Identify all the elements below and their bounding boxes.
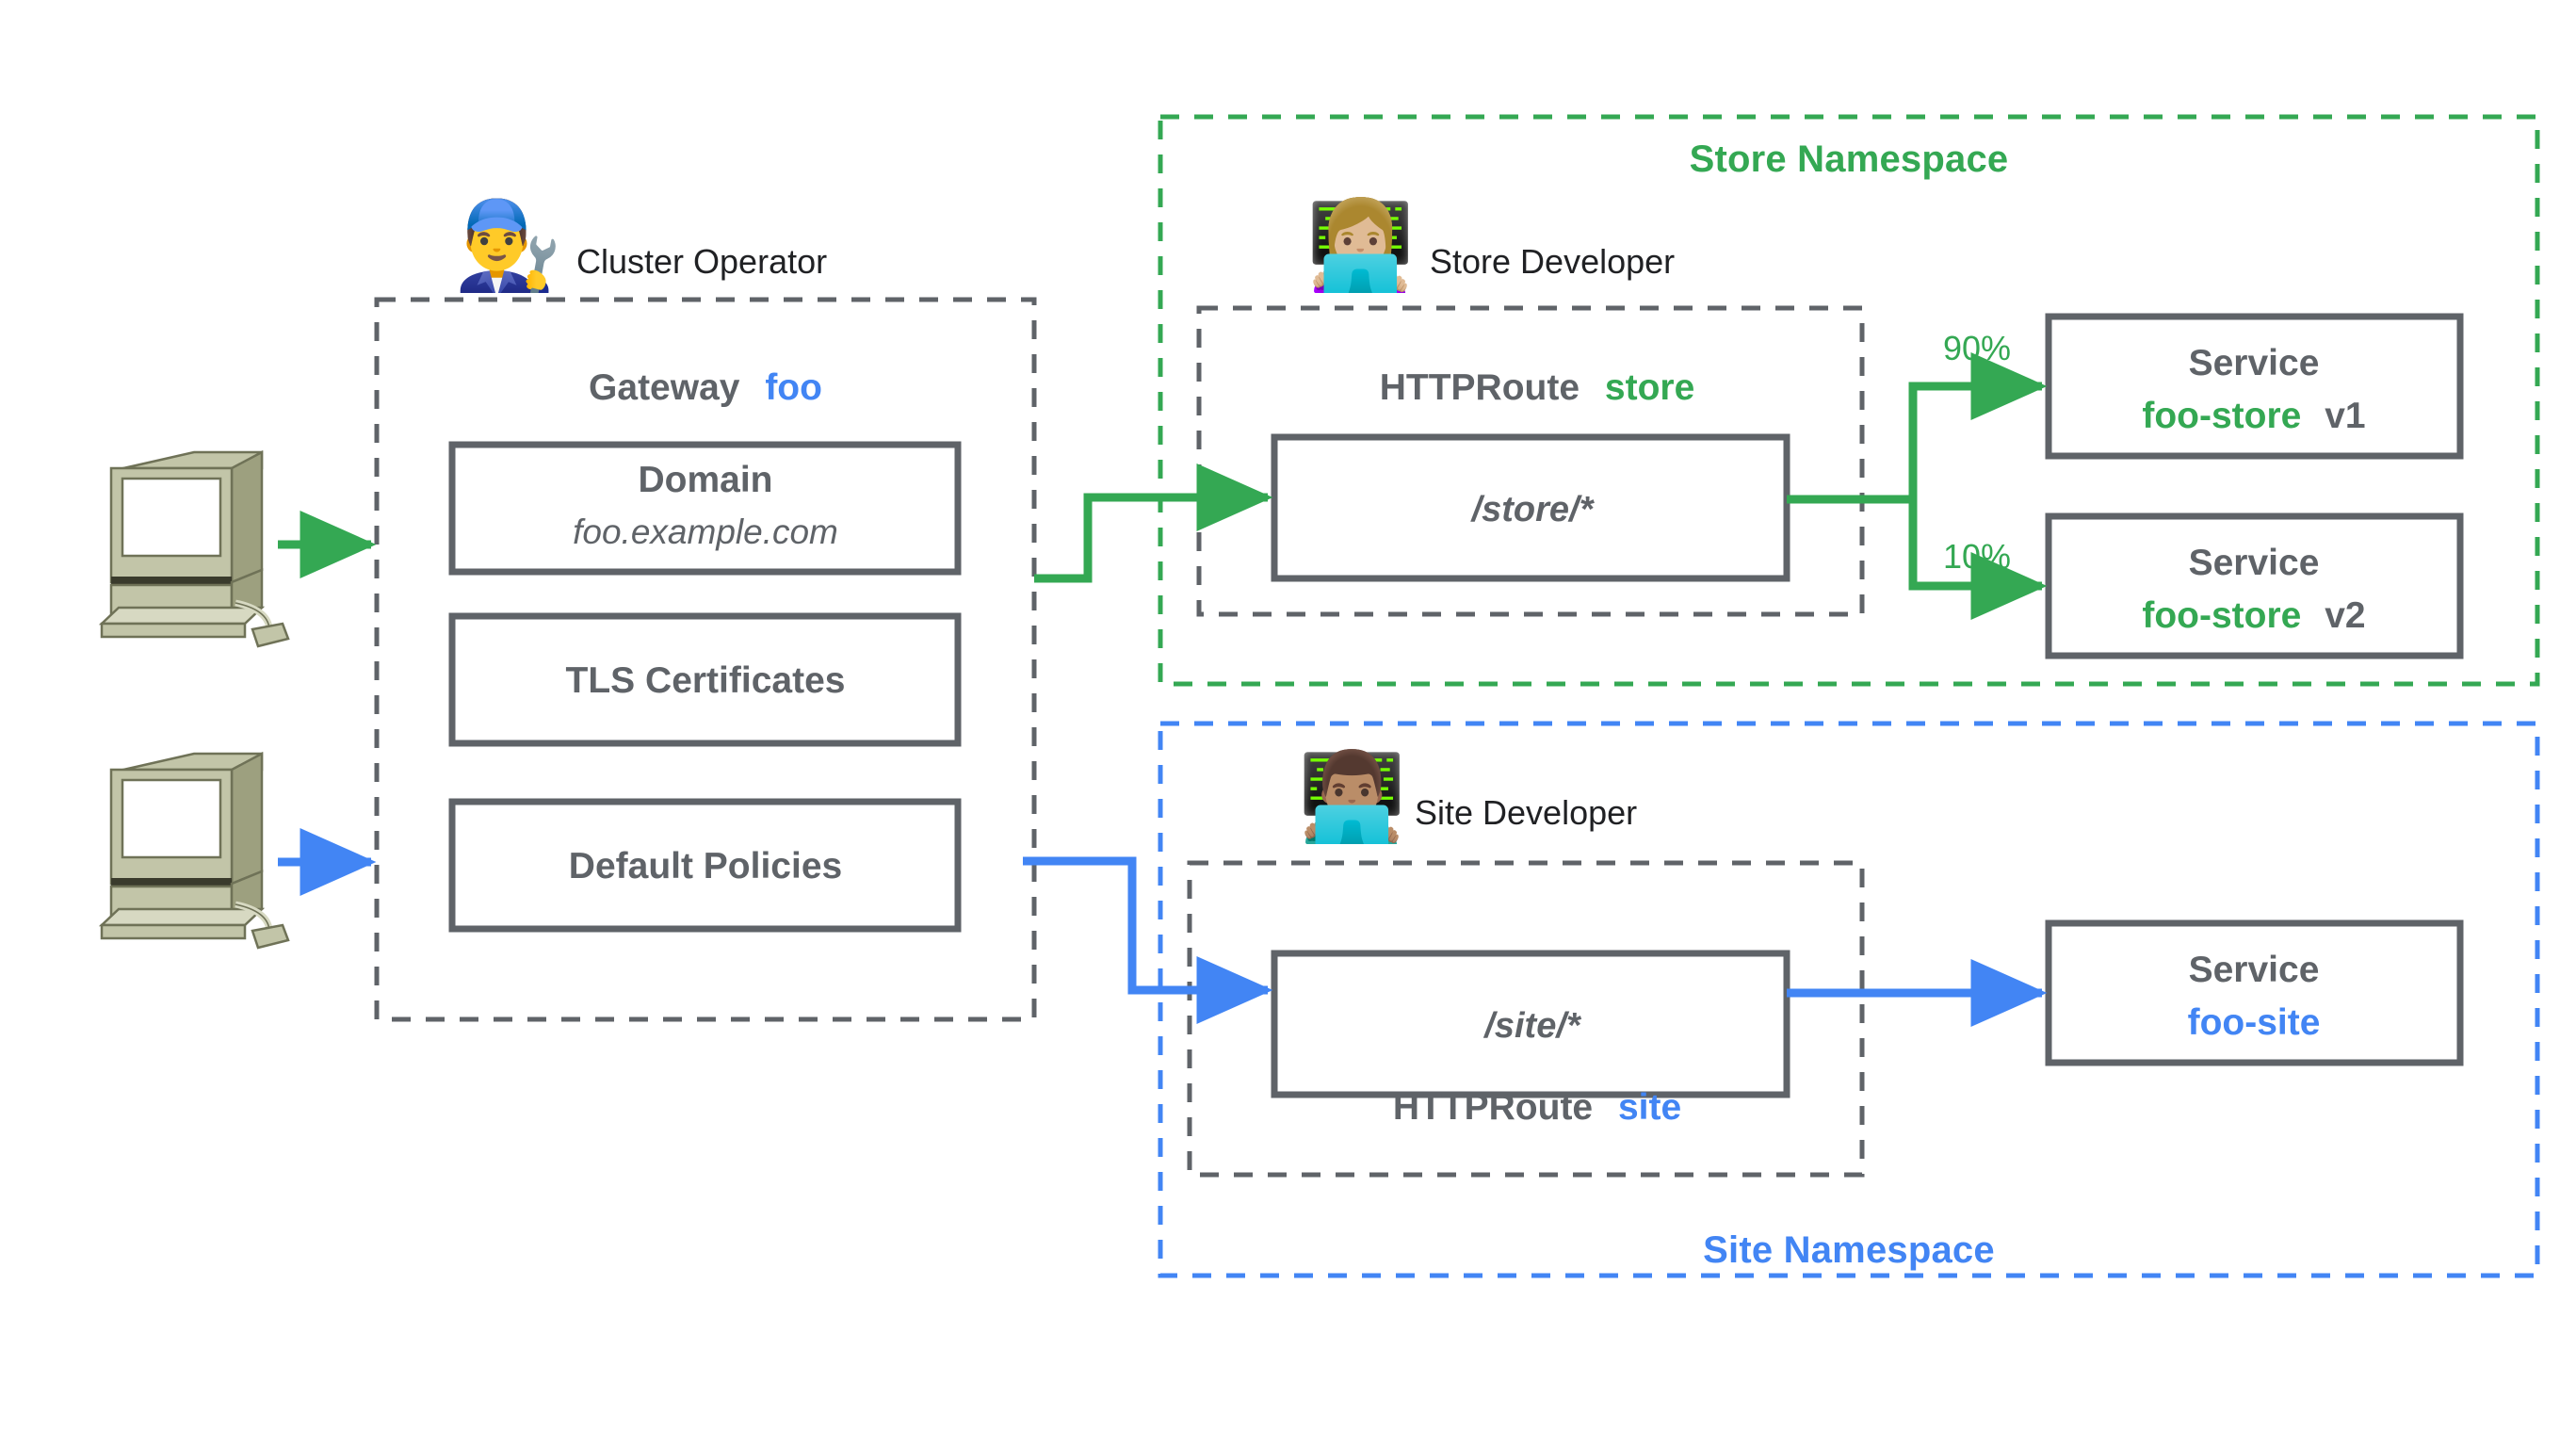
service-version-foo-store-v2: v2 xyxy=(2325,595,2365,636)
weight-label-foo-store-v1: 90% xyxy=(1943,329,2011,367)
service-box-foo-store-v1[interactable] xyxy=(2045,313,2464,460)
woman-technologist-emoji: 👩🏼‍💻 xyxy=(1306,198,1415,294)
store-httproute-title: HTTPRoute store xyxy=(1380,367,1695,408)
gateway-title: Gateway foo xyxy=(589,367,822,408)
site-httproute-container xyxy=(1187,860,1865,1178)
gateway-container xyxy=(374,297,1037,1022)
gateway-resource-label-domain: Domain xyxy=(638,460,772,500)
store-match-box[interactable] xyxy=(1271,433,1790,582)
man-technologist-emoji: 👨🏽‍💻 xyxy=(1298,749,1406,845)
service-name-text-foo-store-v1: foo-store xyxy=(2142,396,2301,436)
service-box-foo-store-v2[interactable] xyxy=(2045,512,2464,659)
gateway-resource-box-policies[interactable] xyxy=(448,798,962,933)
weight-label-foo-store-v2: 10% xyxy=(1943,537,2011,576)
gateway-resource-label-tls: TLS Certificates xyxy=(566,660,846,701)
man-mechanic-emoji: 👨‍🔧 xyxy=(454,198,562,294)
store-httproute-title-prefix: HTTPRoute xyxy=(1380,367,1580,408)
site-match-path: /site/* xyxy=(1482,1006,1582,1046)
store-httproute-title-name: store xyxy=(1605,367,1694,408)
service-name-foo-site: foo-site xyxy=(2188,1002,2321,1043)
service-name-foo-store-v2: foo-store v2 xyxy=(2142,595,2365,636)
service-version-foo-store-v1: v1 xyxy=(2325,396,2365,436)
site-developer-label: Site Developer xyxy=(1415,793,1637,832)
site-match-box[interactable] xyxy=(1271,950,1790,1098)
gateway-resource-label-policies: Default Policies xyxy=(569,846,842,886)
gateway-title-name: foo xyxy=(765,367,822,408)
gateway-resource-sublabel-domain: foo.example.com xyxy=(573,512,838,551)
site-namespace-container xyxy=(1158,721,2540,1278)
site-httproute-title-prefix: HTTPRoute xyxy=(1393,1087,1593,1128)
service-box-foo-site[interactable] xyxy=(2045,919,2464,1066)
desktop-computer-icon-bottom xyxy=(98,751,290,950)
store-developer-label: Store Developer xyxy=(1430,242,1675,281)
flow-gateway-to-site-route xyxy=(1023,856,1273,1024)
service-name-text-foo-store-v2: foo-store xyxy=(2142,595,2301,636)
site-httproute-title: HTTPRoute site xyxy=(1393,1087,1681,1128)
service-name-foo-store-v1: foo-store v1 xyxy=(2142,396,2365,436)
desktop-computer-icon-top xyxy=(98,449,290,648)
gateway-resource-box-tls[interactable] xyxy=(448,612,962,747)
service-kind-foo-site: Service xyxy=(2189,950,2320,990)
service-kind-foo-store-v1: Service xyxy=(2189,343,2320,383)
store-namespace-label: Store Namespace xyxy=(1690,138,2009,180)
cluster-operator-label: Cluster Operator xyxy=(576,242,827,281)
site-namespace-label: Site Namespace xyxy=(1703,1229,1995,1271)
flow-store-route-to-foo-store-v1 xyxy=(1908,352,2048,499)
store-match-path: /store/* xyxy=(1470,490,1596,529)
gateway-resource-box-domain[interactable] xyxy=(448,441,962,576)
site-httproute-title-name: site xyxy=(1618,1087,1681,1128)
gateway-title-prefix: Gateway xyxy=(589,367,740,408)
store-namespace-container xyxy=(1158,114,2540,687)
service-kind-foo-store-v2: Service xyxy=(2189,543,2320,583)
store-httproute-container xyxy=(1196,305,1865,617)
flow-store-route-to-foo-store-v2 xyxy=(1908,499,2048,620)
flow-gateway-to-store-route xyxy=(1034,463,1273,583)
